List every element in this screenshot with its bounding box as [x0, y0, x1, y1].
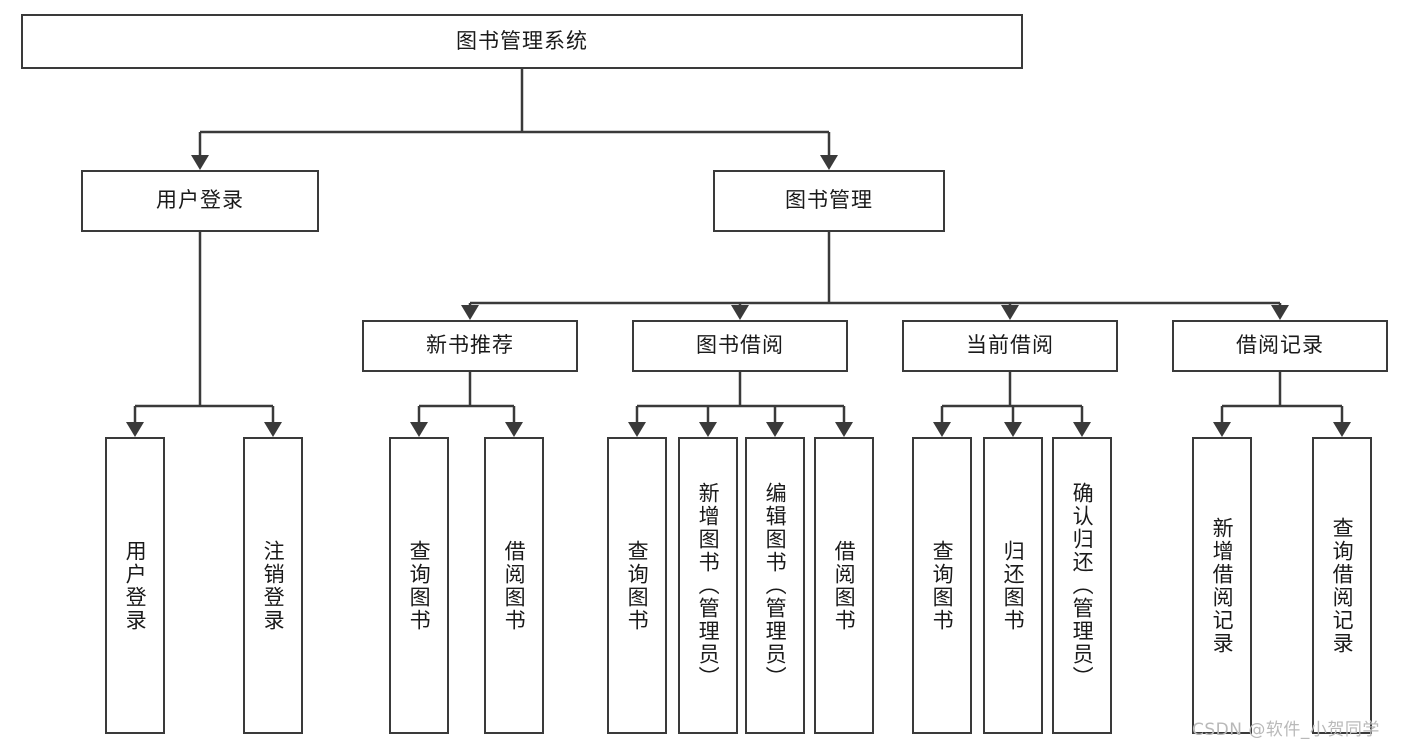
node-leaf_7[interactable]: 借阅图书 [814, 437, 874, 734]
edge-l2_1-to-leaf_5-arrowhead [699, 422, 717, 437]
edge-l2_2-to-leaf_8-arrowhead [933, 422, 951, 437]
node-leaf_4[interactable]: 查询图书 [607, 437, 667, 734]
edge-l2_0-to-leaf_3-arrowhead [505, 422, 523, 437]
node-label: 借阅记录 [1236, 333, 1324, 358]
node-label: 注销登录 [261, 539, 286, 632]
node-label: 确认归还（管理员） [1070, 482, 1095, 689]
edge-root-to-l1_1-arrowhead [820, 155, 838, 170]
edge-l1_1-to-l2_2-arrowhead [1001, 305, 1019, 320]
node-label: 新增图书（管理员） [696, 482, 721, 689]
node-l1_0[interactable]: 用户登录 [81, 170, 319, 232]
node-leaf_0[interactable]: 用户登录 [105, 437, 165, 734]
node-label: 查询图书 [930, 539, 955, 632]
edge-root-to-l1_0-arrowhead [191, 155, 209, 170]
edge-l2_1-to-leaf_4-arrowhead [628, 422, 646, 437]
edge-l1_0-to-leaf_0-arrowhead [126, 422, 144, 437]
node-root[interactable]: 图书管理系统 [21, 14, 1023, 69]
node-leaf_6[interactable]: 编辑图书（管理员） [745, 437, 805, 734]
edge-l2_1-to-leaf_6-arrowhead [766, 422, 784, 437]
node-leaf_12[interactable]: 查询借阅记录 [1312, 437, 1372, 734]
node-label: 新书推荐 [426, 333, 514, 358]
edge-l2_2-to-leaf_10-arrowhead [1073, 422, 1091, 437]
edge-l2_2-to-leaf_9-arrowhead [1004, 422, 1022, 437]
node-label: 借阅图书 [832, 539, 857, 632]
node-l2_3[interactable]: 借阅记录 [1172, 320, 1388, 372]
node-leaf_5[interactable]: 新增图书（管理员） [678, 437, 738, 734]
node-label: 查询图书 [407, 539, 432, 632]
node-leaf_8[interactable]: 查询图书 [912, 437, 972, 734]
node-label: 借阅图书 [502, 539, 527, 632]
node-leaf_2[interactable]: 查询图书 [389, 437, 449, 734]
node-l2_1[interactable]: 图书借阅 [632, 320, 848, 372]
edge-l1_1-to-l2_1-arrowhead [731, 305, 749, 320]
node-label: 归还图书 [1001, 539, 1026, 632]
edge-l1_1-to-l2_0-arrowhead [461, 305, 479, 320]
node-label: 图书管理 [785, 188, 873, 213]
node-label: 查询图书 [625, 539, 650, 632]
node-label: 用户登录 [123, 539, 148, 632]
node-leaf_11[interactable]: 新增借阅记录 [1192, 437, 1252, 734]
node-leaf_1[interactable]: 注销登录 [243, 437, 303, 734]
node-label: 图书管理系统 [456, 28, 588, 53]
node-label: 编辑图书（管理员） [763, 482, 788, 689]
node-label: 新增借阅记录 [1210, 516, 1235, 655]
edge-l2_1-to-leaf_7-arrowhead [835, 422, 853, 437]
node-l2_2[interactable]: 当前借阅 [902, 320, 1118, 372]
node-l2_0[interactable]: 新书推荐 [362, 320, 578, 372]
node-label: 查询借阅记录 [1330, 516, 1355, 655]
edge-l2_0-to-leaf_2-arrowhead [410, 422, 428, 437]
node-label: 图书借阅 [696, 333, 784, 358]
edge-l1_1-to-l2_3-arrowhead [1271, 305, 1289, 320]
node-l1_1[interactable]: 图书管理 [713, 170, 945, 232]
node-label: 当前借阅 [966, 333, 1054, 358]
edge-l2_3-to-leaf_11-arrowhead [1213, 422, 1231, 437]
node-leaf_9[interactable]: 归还图书 [983, 437, 1043, 734]
node-label: 用户登录 [156, 188, 244, 213]
edge-l2_3-to-leaf_12-arrowhead [1333, 422, 1351, 437]
edge-l1_0-to-leaf_1-arrowhead [264, 422, 282, 437]
node-leaf_10[interactable]: 确认归还（管理员） [1052, 437, 1112, 734]
node-leaf_3[interactable]: 借阅图书 [484, 437, 544, 734]
